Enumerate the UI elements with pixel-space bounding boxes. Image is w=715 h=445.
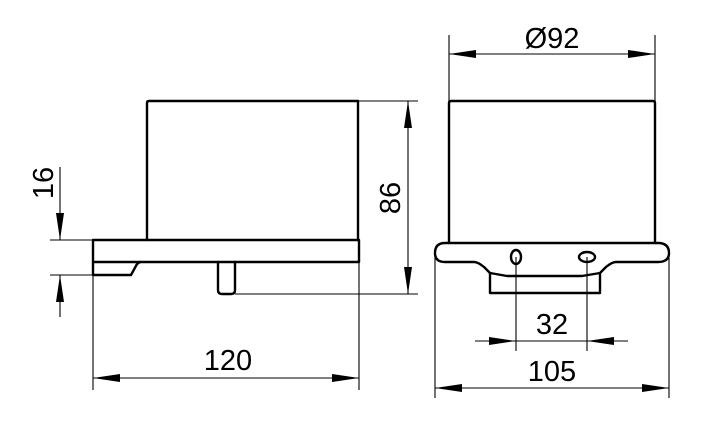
front-body-outline	[447, 99, 657, 245]
front-flange-outline	[433, 241, 671, 295]
dim-label-32: 32	[536, 309, 568, 341]
front-housing-line	[488, 271, 602, 278]
arrow-icon	[587, 337, 614, 345]
arrow-icon	[404, 267, 412, 294]
arrow-icon	[489, 337, 516, 345]
dim-label-diameter-92: Ø92	[525, 23, 580, 55]
arrow-icon	[404, 101, 412, 128]
arrow-icon	[628, 50, 655, 58]
arrow-icon	[56, 275, 64, 302]
side-mounting-pin	[216, 260, 237, 296]
arrow-icon	[449, 50, 476, 58]
side-lower-lip	[91, 260, 142, 277]
dim-label-16: 16	[28, 167, 60, 199]
front-view: Ø92 32 105	[433, 23, 671, 398]
arrow-icon	[332, 374, 359, 382]
dim-label-105: 105	[528, 356, 576, 388]
arrow-icon	[435, 384, 462, 392]
dim-label-120: 120	[204, 345, 252, 377]
dim-label-86: 86	[375, 182, 407, 214]
arrow-icon	[642, 384, 669, 392]
side-body-outline	[145, 99, 360, 242]
side-view: 16 86 120	[28, 99, 418, 390]
side-base-plate	[91, 238, 361, 264]
arrow-icon	[56, 213, 64, 240]
arrow-icon	[93, 374, 120, 382]
